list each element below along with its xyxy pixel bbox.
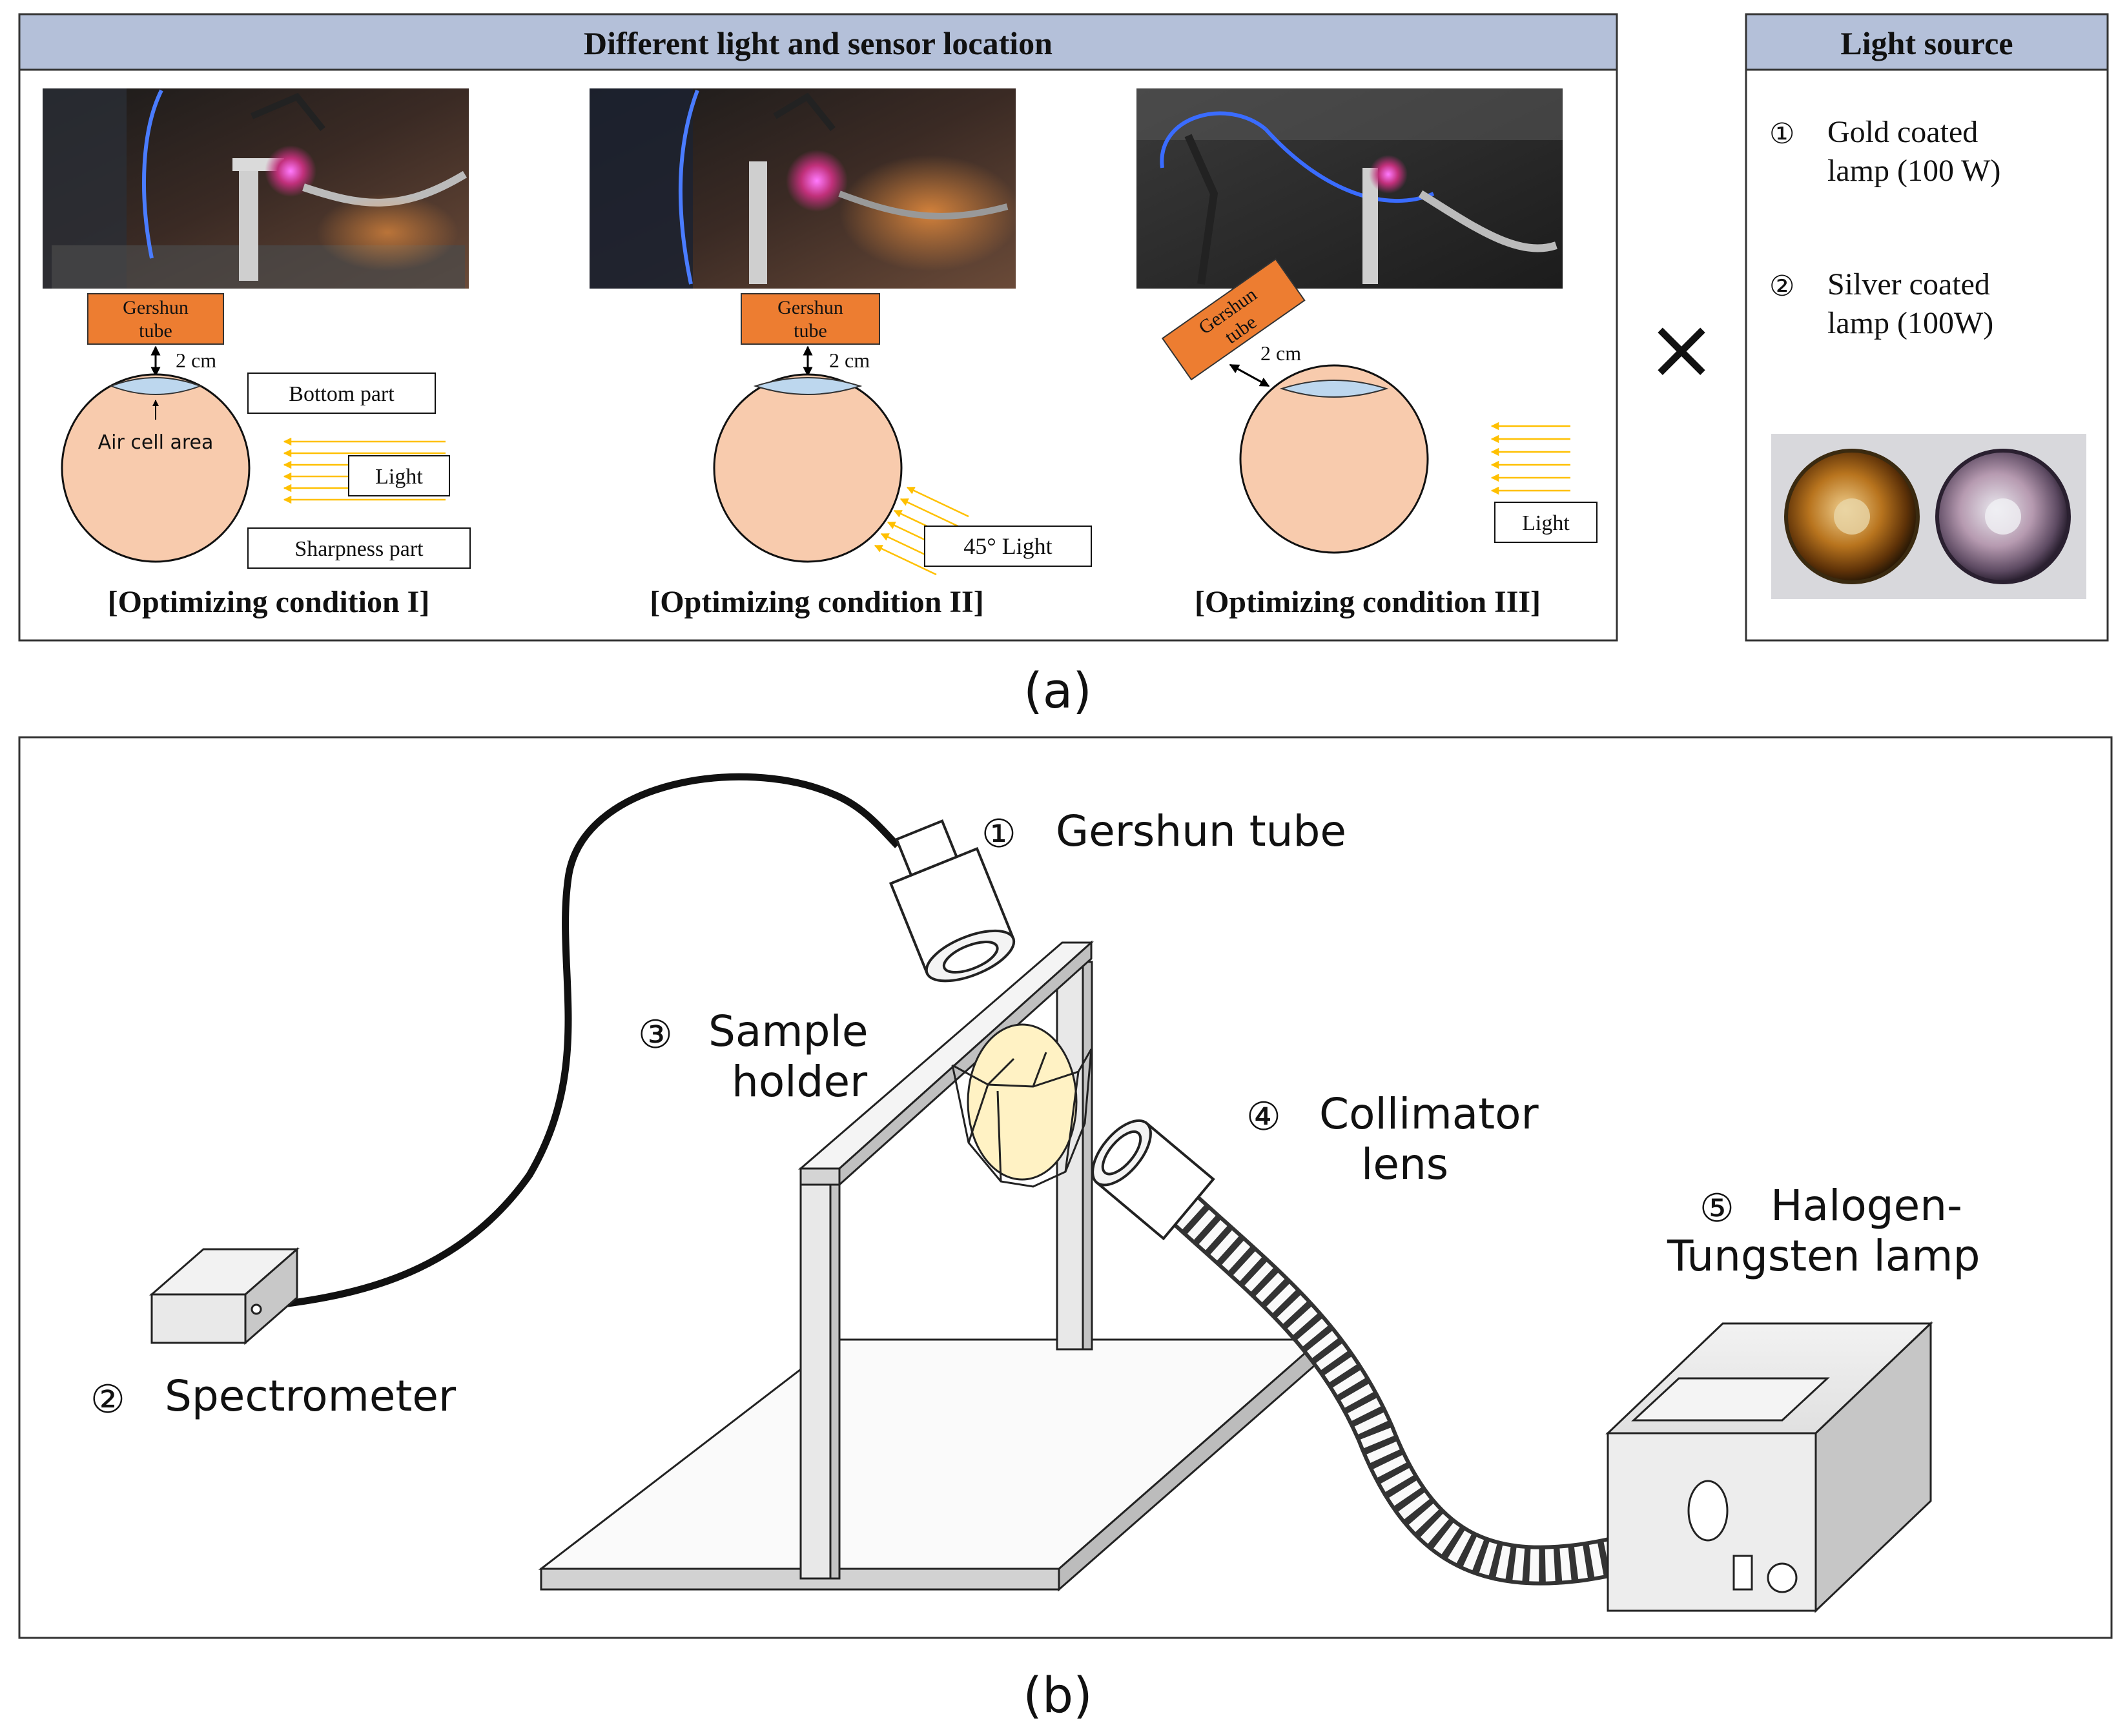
condition-2-distance-label: 2 cm — [829, 349, 870, 372]
spectrometer-marker: ② — [90, 1377, 125, 1422]
condition-3: Gershun tube 2 cm Light [Optimizing cond… — [1136, 88, 1598, 619]
condition-3-egg — [1239, 364, 1429, 554]
gershun-tube-device — [889, 819, 1016, 983]
condition-3-gershun-tube: Gershun tube — [1161, 258, 1306, 381]
condition-1-photo — [43, 88, 469, 289]
light-source-item-1-line1: Gold coated — [1827, 115, 1978, 149]
light-source-item-1-marker: ① — [1769, 117, 1794, 150]
condition-2-light-arrows — [874, 486, 969, 576]
collimator-lens-label-line1: Collimator — [1319, 1089, 1539, 1139]
light-source-title: Light source — [1840, 25, 2013, 61]
times-symbol: × — [1647, 300, 1717, 398]
light-source-title-bar — [1745, 13, 2109, 71]
main-title: Different light and sensor location — [584, 25, 1053, 61]
condition-3-photo — [1136, 88, 1563, 289]
base-plate — [538, 1337, 1323, 1592]
gershun-tube-label: Gershun tube — [1056, 806, 1346, 856]
gershun-tube-marker: ① — [981, 812, 1016, 857]
condition-2-tube-label-line1: Gershun — [777, 297, 843, 318]
condition-2: Gershun tube 2 cm 45° Light [Optimizing … — [590, 88, 1092, 619]
condition-1-sharpness-box — [247, 527, 471, 569]
halogen-lamp-box — [1605, 1321, 1933, 1613]
condition-1-caption: [Optimizing condition I] — [108, 585, 430, 619]
light-source-item-2-line1: Silver coated — [1827, 267, 1990, 301]
condition-1-air-cell-label: Air cell area — [98, 431, 214, 454]
condition-3-light-label: Light — [1522, 511, 1570, 535]
condition-1-air-cell — [109, 377, 202, 395]
condition-3-light-arrows — [1490, 422, 1570, 495]
collimator-lens-device — [1091, 1119, 1215, 1241]
condition-1: Gershun tube 2 cm Air cell area Bottom p… — [43, 88, 471, 619]
light-source-item-1-line2: lamp (100 W) — [1827, 154, 2000, 188]
panel-b-label: (b) — [1023, 1666, 1093, 1724]
egg-sample — [967, 1023, 1078, 1181]
condition-1-egg — [61, 373, 251, 563]
spectrometer-box — [149, 1247, 300, 1345]
condition-2-light-label: 45° Light — [963, 533, 1052, 559]
condition-3-distance-label: 2 cm — [1260, 342, 1301, 365]
condition-2-tube-label-line2: tube — [794, 320, 827, 342]
collimator-lens-label-line2: lens — [1361, 1139, 1448, 1189]
sample-holder-marker: ③ — [638, 1012, 673, 1057]
condition-3-caption: [Optimizing condition III] — [1195, 585, 1541, 619]
condition-1-distance-label: 2 cm — [176, 349, 216, 372]
condition-2-caption: [Optimizing condition II] — [650, 585, 983, 619]
light-source-box: Light source ① Gold coated lamp (100 W) … — [1745, 13, 2109, 642]
condition-1-tube-label-line1: Gershun — [123, 297, 189, 318]
panel-a: Different light and sensor location Gers… — [18, 13, 2109, 719]
light-source-item-2-line2: lamp (100W) — [1827, 306, 1993, 340]
condition-3-air-cell — [1279, 380, 1389, 398]
condition-1-bottom-part-box — [247, 373, 436, 414]
spectrometer-label: Spectrometer — [165, 1371, 457, 1421]
condition-1-bottom-part-label: Bottom part — [289, 382, 395, 406]
condition-1-gershun-tube — [87, 293, 224, 345]
main-title-bar — [18, 13, 1618, 71]
light-source-item-2-marker: ② — [1769, 270, 1794, 303]
condition-1-light-label: Light — [375, 465, 423, 489]
panel-a-label: (a) — [1023, 662, 1092, 719]
halogen-lamp-marker: ⑤ — [1700, 1186, 1734, 1231]
panel-b: ① Gershun tube ② Spectrometer ③ Sample h… — [18, 736, 2113, 1724]
halogen-lamp-label-line1: Halogen- — [1771, 1181, 1962, 1231]
halogen-lamp-label-line2: Tungsten lamp — [1667, 1231, 1980, 1281]
condition-2-photo — [590, 88, 1020, 289]
condition-2-light-box — [924, 526, 1092, 567]
sample-holder-label-line2: holder — [732, 1057, 868, 1107]
sample-holder-label-line1: Sample — [708, 1006, 868, 1056]
condition-3-distance-arrow — [1229, 363, 1270, 387]
collimator-lens-marker: ④ — [1246, 1094, 1281, 1139]
sample-holder — [951, 1023, 1093, 1188]
condition-1-light-box — [348, 455, 450, 496]
fiber-optic-cable — [258, 773, 900, 1311]
lamps-photo — [1771, 434, 2086, 599]
condition-1-sharpness-label: Sharpness part — [294, 537, 424, 561]
condition-2-egg — [713, 373, 903, 563]
condition-3-light-box — [1494, 502, 1598, 543]
condition-2-gershun-tube — [741, 293, 880, 345]
condition-1-tube-label-line2: tube — [139, 320, 172, 342]
condition-2-air-cell — [753, 377, 863, 395]
